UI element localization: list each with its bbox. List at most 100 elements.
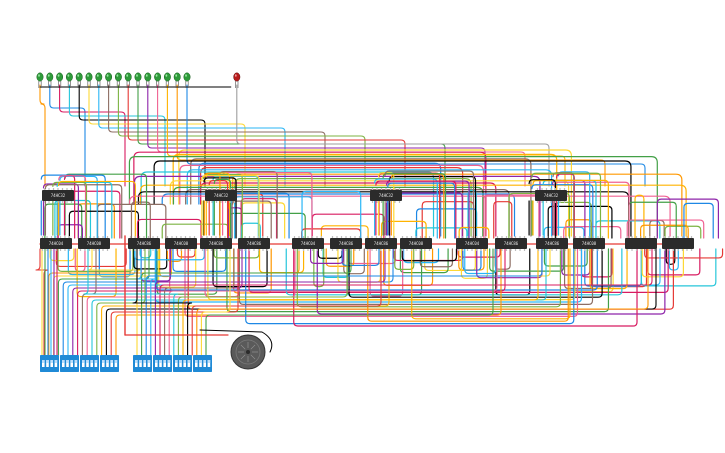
chip-pin [266,236,269,238]
wire [387,182,456,239]
chip-pin [244,249,246,251]
wire [166,248,183,262]
chip-pin [52,188,55,190]
dip-toggle [135,360,138,367]
dip-toggle [183,360,186,367]
dip-toggle-knob [135,360,138,363]
chip-pin [649,236,651,238]
wire [531,172,602,239]
wire [49,84,86,187]
chip-pin [601,249,604,251]
chip-pin [380,249,382,251]
led-highlight [116,74,119,77]
chip-pin [376,188,378,190]
chip-pin [649,249,651,251]
chip-pin [384,236,387,238]
dip-toggle [46,360,49,367]
chip-pin [57,188,59,190]
chip-body [40,238,72,249]
chip-pin [505,236,508,238]
dip-toggle [106,360,109,367]
wire [134,248,205,261]
chip-pin [366,236,369,238]
chip-label: 74HC04 [301,241,316,246]
chip-pin [560,249,562,251]
dip-toggle [207,360,211,367]
chip-pin [574,249,577,251]
dip-toggle [143,360,146,367]
dip-toggle-knob [143,360,146,363]
chip-pin [248,249,251,251]
chip-pin [501,249,503,251]
chip-pin [152,236,154,238]
dip-toggle-knob [94,360,98,363]
chip-body [400,238,432,249]
chip-pin [244,236,246,238]
dip-toggle [70,360,73,367]
wire [213,248,260,259]
chip-pin [224,249,226,251]
chip-body [625,238,657,249]
dip-toggle [139,360,142,367]
chip-pin [583,236,586,238]
wire [40,174,106,239]
dip-switch [80,355,99,372]
chip-pin [248,236,251,238]
chip-body [456,238,488,249]
wire [419,248,454,268]
wire [52,181,88,239]
chip-pin [393,249,396,251]
wire [153,160,632,237]
chip-pin [471,249,473,251]
wire [77,203,115,239]
dip-switch [173,355,192,372]
chip-pin [380,188,383,190]
led-highlight [106,74,109,77]
chip-pin [406,249,408,251]
chip-pin [358,236,361,238]
chip-pin [156,236,159,238]
led-highlight [155,74,158,77]
green-led [114,72,122,82]
green-led [183,72,191,82]
chip-pin [68,249,71,251]
chip-pin [371,236,373,238]
chip-pin [640,236,642,238]
chip-pin [398,201,401,203]
wire [145,248,543,356]
chip-pin [70,188,73,190]
chip-pin [138,236,141,238]
chip-pin [129,236,132,238]
chip-pin [311,236,314,238]
chip-body [536,238,568,249]
wire [640,248,717,287]
logic-chip: 74HC86 [536,236,568,251]
dip-toggle-knob [42,360,45,363]
wire [172,153,558,237]
chip-label: 74HC86 [545,241,560,246]
led-highlight [136,74,138,77]
green-led [154,72,162,82]
chip-pin [345,236,347,238]
chip-pin [681,249,684,251]
chip-pin [394,201,396,203]
chip-pin [59,236,62,238]
dip-toggle-knob [159,360,162,363]
wire [421,201,475,239]
logic-chip: 74HC86 [495,236,527,251]
dip-toggle [62,360,65,367]
chip-pin [129,249,132,251]
chip-pin [143,236,145,238]
wire [683,202,714,239]
dip-switch [193,355,212,372]
wire-layer [35,84,724,356]
wire [164,248,235,356]
buzzer [230,334,266,370]
chip-pin [143,249,145,251]
chip-pin [171,249,173,251]
chip-pin [262,249,264,251]
wire [161,193,516,237]
dip-toggle [102,360,105,367]
wire [200,248,231,356]
